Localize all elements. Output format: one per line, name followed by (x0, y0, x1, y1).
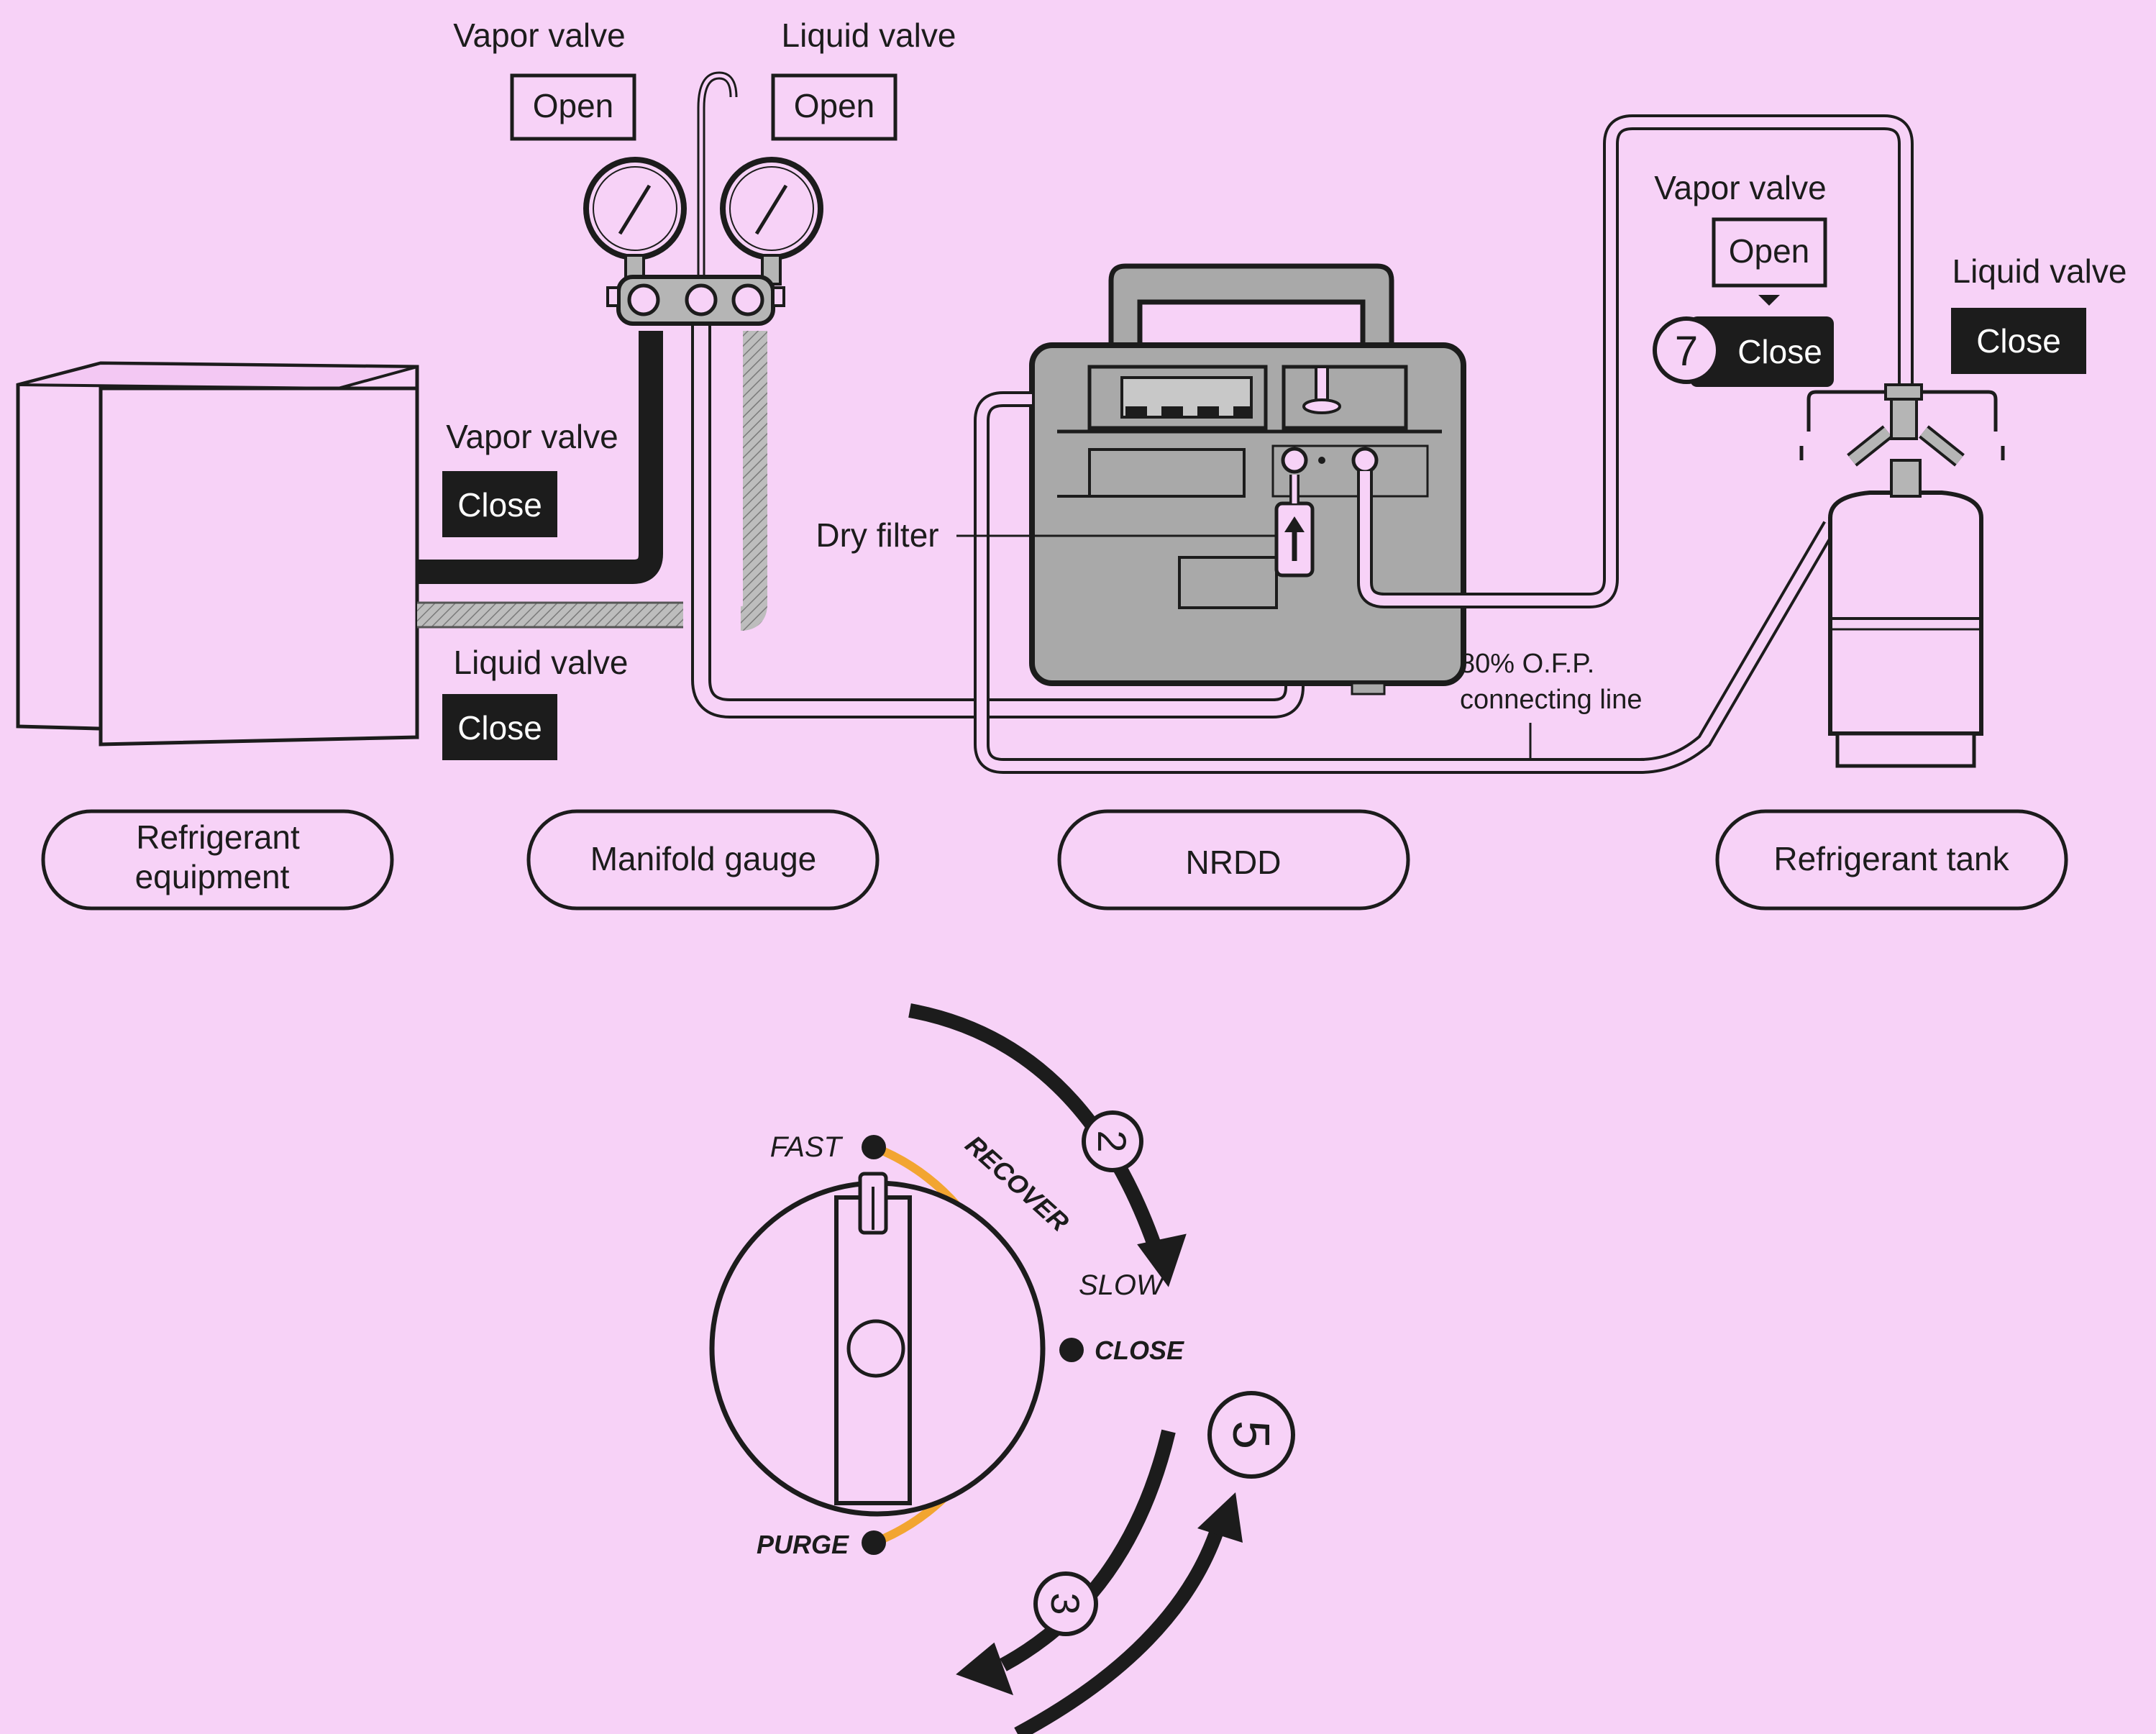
tank-liquid-close-box (1951, 308, 2086, 374)
manifold-liquid-open: Open (794, 87, 875, 124)
pill-refrigerant-equipment (41, 809, 394, 911)
equipment-liquid-close: Close (457, 709, 542, 747)
manifold-vapor-open-box (510, 73, 636, 141)
nrdd-machine (1029, 263, 1466, 695)
pill-manifold-gauge (526, 809, 880, 911)
tank-vapor-close: Close (1737, 333, 1822, 370)
knob-close-label: CLOSE (1095, 1336, 1184, 1365)
refrigerant-equipment-box (16, 361, 419, 747)
tank-vapor-open: Open (1729, 232, 1810, 270)
ofp-label-line2: connecting line (1460, 685, 1643, 715)
step-5-number: 5 (1222, 1420, 1279, 1449)
manifold-liquid-label: Liquid valve (782, 17, 956, 54)
pill-refrigerant-tank (1715, 809, 2068, 911)
knob-fast-dot (862, 1135, 886, 1159)
liquid-hose-up (739, 331, 767, 631)
pill-refrigerant-equipment-line2: equipment (135, 858, 290, 895)
equipment-liquid-label: Liquid valve (454, 644, 629, 681)
tank-vapor-change-arrow (1758, 295, 1780, 306)
tank-vapor-open-box (1712, 217, 1827, 288)
refrigerant-tank (1799, 383, 2005, 768)
knob-close-dot (1059, 1338, 1084, 1362)
vapor-hose (417, 331, 663, 584)
pill-manifold-gauge-text: Manifold gauge (590, 840, 817, 877)
tank-liquid-label: Liquid valve (1952, 252, 2127, 290)
tank-vapor-label: Vapor valve (1654, 169, 1827, 206)
step-3-arrow (1000, 1429, 1176, 1671)
knob-purge-dot (862, 1530, 886, 1555)
knob-fast-label: FAST (770, 1131, 844, 1163)
pill-nrdd (1057, 809, 1410, 911)
ofp-label-line1: 80% O.F.P. (1460, 649, 1594, 679)
pill-nrdd-text: NRDD (1186, 844, 1282, 881)
manifold-gauge (583, 71, 823, 326)
step-2-arrow (908, 1003, 1165, 1258)
step-2-number: 2 (1090, 1130, 1135, 1152)
knob-purge-label: PURGE (757, 1530, 849, 1559)
manifold-vapor-label: Vapor valve (453, 17, 626, 54)
tank-vapor-close-box (1690, 316, 1834, 387)
pill-refrigerant-tank-text: Refrigerant tank (1773, 840, 2009, 877)
pill-refrigerant-equipment-line1: Refrigerant (136, 818, 300, 856)
mode-knob (709, 1135, 1084, 1555)
dry-filter-label: Dry filter (816, 516, 938, 554)
tank-liquid-close: Close (1976, 322, 2061, 360)
step-3-number: 3 (1043, 1592, 1088, 1615)
manifold-vapor-open: Open (533, 87, 614, 124)
equipment-liquid-close-box (442, 694, 557, 760)
equipment-vapor-close: Close (457, 486, 542, 524)
step-5-arrow (1014, 1522, 1226, 1734)
equipment-vapor-close-box (442, 471, 557, 537)
equipment-vapor-label: Vapor valve (446, 418, 618, 455)
tank-step-7: 7 (1675, 328, 1698, 375)
manifold-liquid-open-box (771, 73, 897, 141)
knob-slow-label: SLOW (1079, 1269, 1166, 1301)
